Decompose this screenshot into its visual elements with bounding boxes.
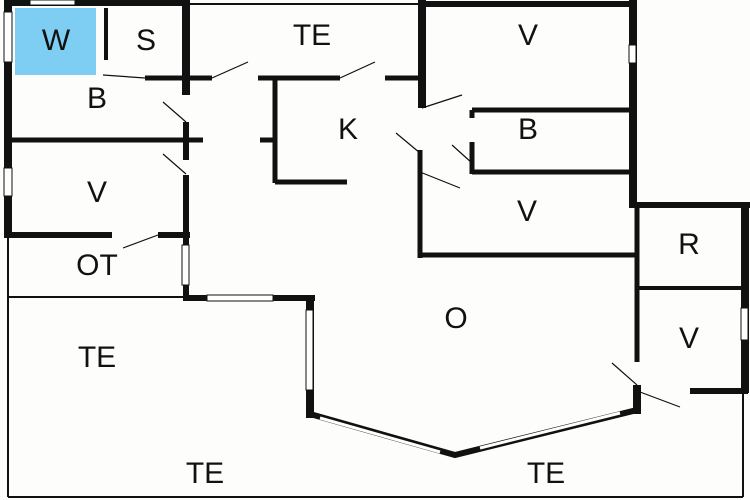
room-label-w: W [42, 24, 71, 57]
room-label-k: K [338, 113, 358, 146]
room-label-te-top: TE [293, 19, 331, 52]
room-w-highlight [15, 8, 96, 75]
room-label-b-right: B [518, 113, 538, 146]
room-label-b-left: B [87, 82, 107, 115]
room-label-v-mid: V [517, 195, 537, 228]
windows [3, 0, 749, 454]
room-label-v-topright: V [518, 19, 538, 52]
door-swings [102, 61, 681, 408]
room-label-r: R [678, 228, 700, 261]
room-label-te-bottom-left: TE [186, 457, 224, 490]
room-label-v-right: V [679, 322, 699, 355]
room-label-v-left: V [87, 176, 107, 209]
room-label-te-left: TE [78, 341, 116, 374]
walls [4, 0, 750, 498]
room-label-ot: OT [76, 249, 118, 282]
room-label-o: O [444, 302, 467, 335]
room-label-te-bottom-right: TE [527, 457, 565, 490]
room-label-s: S [136, 24, 156, 57]
room-labels: W S TE V B K B V V R OT O TE V TE TE [42, 19, 700, 490]
